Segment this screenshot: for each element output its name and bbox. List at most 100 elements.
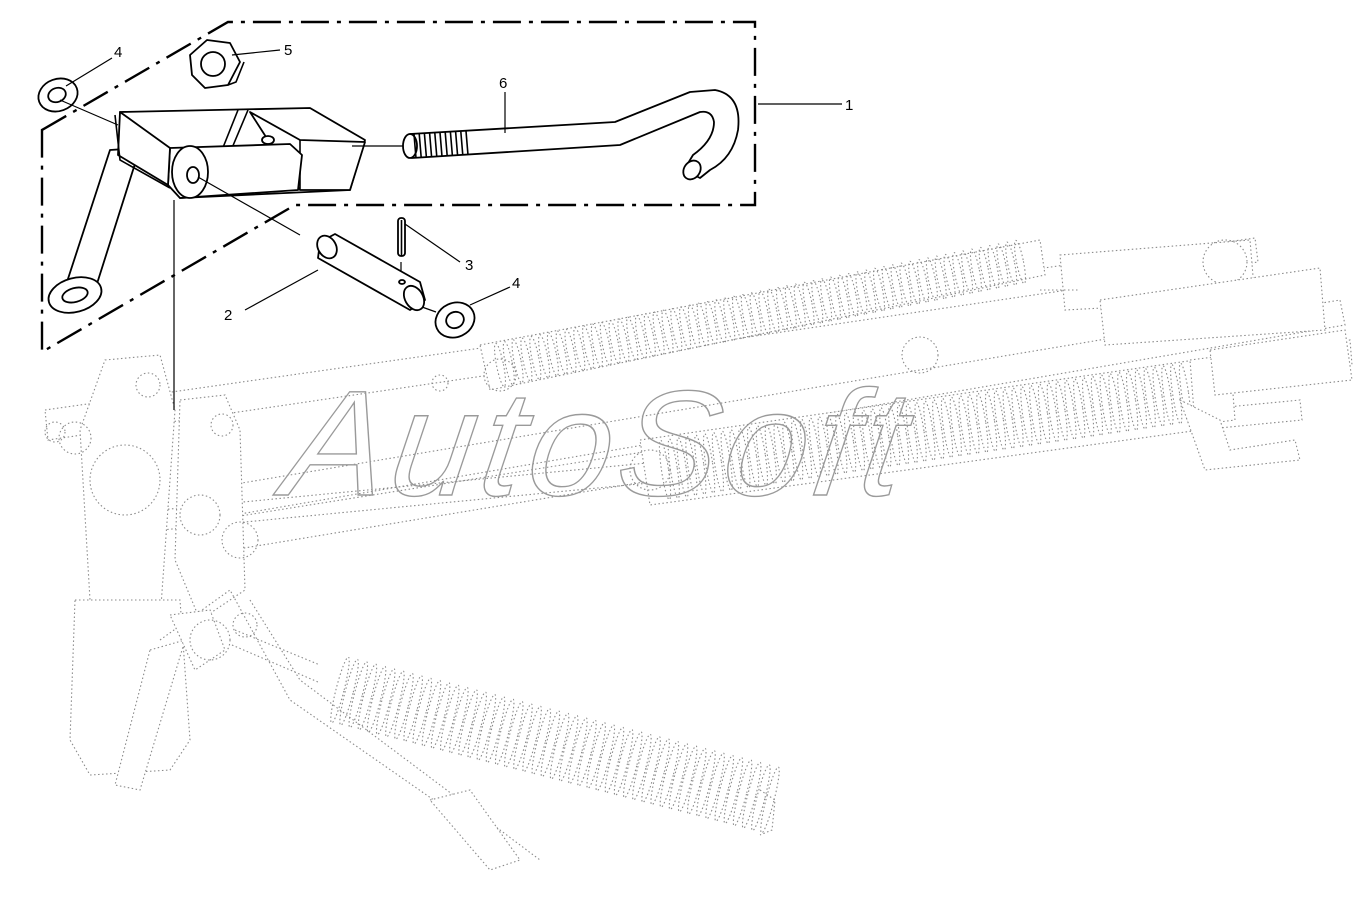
coil-mark [694, 434, 707, 496]
coil-mark [784, 285, 797, 330]
coil-mark [540, 710, 561, 778]
coil-mark [925, 257, 938, 302]
coil-mark [705, 752, 725, 820]
coil-mark [595, 724, 616, 792]
coil-mark [705, 300, 718, 346]
thread-mark [439, 132, 443, 157]
coil-mark [741, 761, 762, 829]
coil-mark [843, 412, 857, 473]
coil-mark [623, 731, 643, 799]
coil-mark [984, 391, 998, 452]
coil-mark [732, 759, 753, 827]
coil-mark [494, 698, 515, 766]
coil-mark [668, 743, 689, 811]
coil-mark [987, 245, 1000, 290]
coil-mark [659, 740, 680, 808]
coil-mark [1013, 239, 1027, 285]
coil-mark [658, 439, 672, 501]
coil-mark [879, 407, 892, 468]
coil-mark [1134, 369, 1148, 430]
thread-mark [428, 133, 433, 158]
coil-mark [1125, 370, 1139, 432]
coil-mark [764, 424, 777, 485]
coil-mark [835, 413, 848, 475]
coil-mark [586, 721, 606, 790]
coil-mark [714, 754, 735, 822]
hook-rod-part [352, 89, 740, 181]
callout-4-upper: 4 [114, 44, 122, 61]
coil-mark [1170, 364, 1183, 425]
coil-mark [934, 255, 947, 300]
coil-mark [932, 399, 945, 460]
coil-mark [641, 736, 661, 804]
leader-4b [469, 286, 511, 306]
coil-mark [808, 417, 821, 479]
thread-mark [418, 133, 422, 158]
coil-mark [749, 292, 762, 337]
coil-mark [421, 679, 442, 747]
washer-part-lower [421, 301, 476, 339]
coil-mark [696, 302, 709, 347]
coil-mark [599, 321, 612, 367]
coil-mark [650, 738, 670, 806]
coil-mark [811, 280, 824, 325]
coil-mark [604, 726, 625, 794]
coil-mark [870, 408, 883, 469]
coil-mark [729, 429, 742, 490]
coil-mark [773, 422, 786, 484]
coil-mark [546, 332, 559, 377]
coil-mark [993, 390, 1007, 451]
leader-4a [65, 57, 113, 87]
coil-mark [949, 396, 962, 458]
coil-mark [908, 260, 921, 306]
hex-nut-part [189, 39, 245, 89]
coil-mark [760, 766, 780, 834]
coil-mark [799, 418, 813, 480]
coil-mark [430, 682, 451, 750]
coil-mark [793, 283, 806, 328]
coil-mark [855, 271, 868, 316]
thread-mark [423, 133, 428, 158]
coil-mark [767, 288, 780, 334]
coil-mark [740, 293, 753, 339]
coil-mark [917, 259, 930, 304]
coil-mark [679, 306, 692, 351]
coil-mark [1037, 383, 1051, 445]
coil-mark [1178, 362, 1192, 424]
coil-mark [685, 435, 698, 497]
callout-4-lower: 4 [512, 275, 520, 292]
coil-mark [1090, 375, 1104, 437]
coil-mark [890, 264, 903, 309]
coil-mark [817, 416, 830, 477]
leader-2 [244, 269, 319, 311]
coil-mark [1055, 381, 1068, 442]
coil-mark [582, 325, 595, 370]
coil-mark [881, 266, 894, 311]
coil-mark [978, 246, 991, 292]
coil-mark [888, 405, 901, 467]
coil-mark [568, 717, 588, 785]
background-assembly [44, 237, 1353, 871]
coil-mark [485, 696, 506, 764]
coil-mark [751, 764, 771, 832]
coil-mark [476, 693, 497, 761]
coil-mark [357, 663, 378, 731]
coil-mark [1020, 386, 1033, 447]
coil-mark [923, 400, 936, 462]
coil-mark [573, 327, 586, 372]
coil-mark [943, 253, 956, 299]
coil-mark [555, 330, 568, 375]
coil-mark [820, 278, 833, 323]
coil-mark [1161, 365, 1174, 426]
callout-1: 1 [845, 97, 853, 114]
coil-mark [702, 433, 716, 494]
coil-mark [1073, 378, 1086, 439]
watermark-text: AutoSoft [268, 360, 923, 527]
thread-mark [465, 130, 469, 156]
coil-mark [634, 314, 648, 360]
coil-mark [723, 757, 744, 825]
coil-mark [590, 323, 603, 368]
coil-mark [502, 341, 515, 386]
coil-mark [976, 392, 989, 454]
coil-mark [538, 334, 551, 379]
